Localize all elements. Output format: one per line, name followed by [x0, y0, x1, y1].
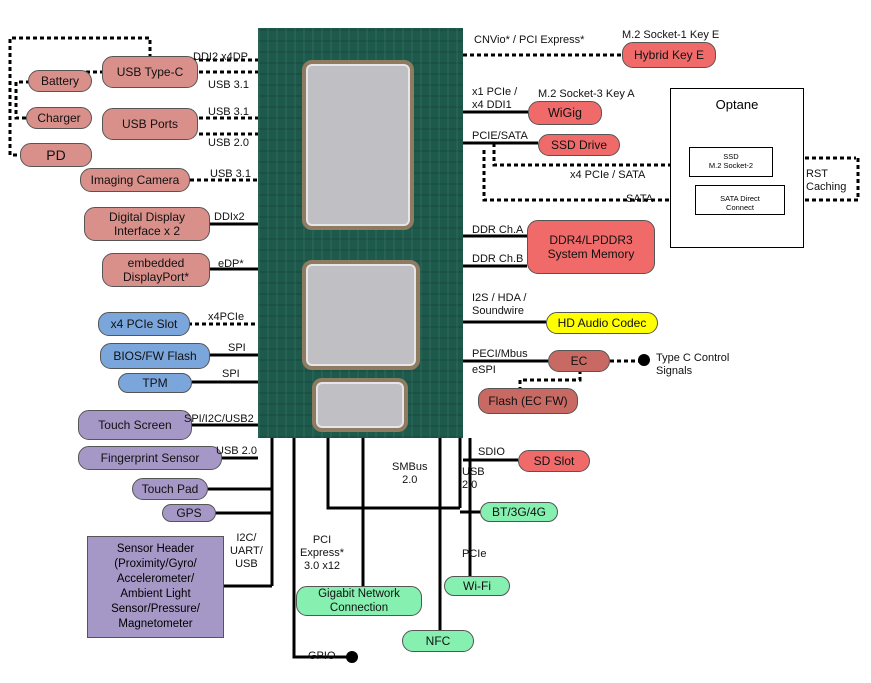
processor-chip [258, 28, 463, 438]
gigabit-network-box[interactable]: Gigabit Network Connection [296, 586, 422, 616]
label-gpio: GPIO [308, 650, 336, 662]
tpm-box[interactable]: TPM [118, 373, 192, 393]
label-spi-i2c-usb2: SPI/I2C/USB2 [184, 413, 254, 425]
ddr-memory-box[interactable]: DDR4/LPDDR3 System Memory [527, 220, 655, 274]
bt-3g-4g-box[interactable]: BT/3G/4G [480, 502, 558, 522]
label-x1pcie: x1 PCIe / x4 DDI1 [472, 86, 518, 111]
label-typec-control: Type C Control Signals [656, 352, 730, 377]
label-x4pcie: x4PCIe [208, 311, 245, 323]
label-ddr-b: DDR Ch.B [472, 253, 524, 265]
touch-pad-box[interactable]: Touch Pad [132, 478, 208, 500]
label-pcie-sata: PCIE/SATA [472, 130, 528, 142]
label-spi-b: SPI [222, 368, 240, 380]
label-usb20-b: USB 2.0 [216, 445, 257, 457]
pch-die [312, 378, 408, 432]
label-cnvio: CNVio* / PCI Express* [474, 34, 585, 46]
bios-flash-box[interactable]: BIOS/FW Flash [100, 343, 210, 369]
digital-display-box[interactable]: Digital Display Interface x 2 [84, 207, 210, 241]
label-ddr-a: DDR Ch.A [472, 224, 524, 236]
sd-slot-box[interactable]: SD Slot [518, 450, 590, 472]
label-i2c-uart-usb: I2C/ UART/ USB [230, 532, 263, 570]
battery-box[interactable]: Battery [28, 70, 92, 92]
edp-box[interactable]: embedded DisplayPort* [102, 253, 210, 287]
imaging-camera-box[interactable]: Imaging Camera [80, 168, 190, 192]
flash-ec-box[interactable]: Flash (EC FW) [478, 388, 578, 414]
label-usb20-c: USB 2.0 [462, 466, 485, 491]
pcie-slot-box[interactable]: x4 PCIe Slot [98, 312, 190, 336]
gps-box[interactable]: GPS [162, 504, 216, 522]
label-i2s-hda: I2S / HDA / Soundwire [472, 292, 527, 317]
optane-title: Optane [715, 97, 759, 112]
label-usb31-a: USB 3.1 [208, 79, 249, 91]
charger-box[interactable]: Charger [26, 107, 92, 129]
ssd-drive-box[interactable]: SSD Drive [538, 134, 620, 156]
pd-box[interactable]: PD [20, 143, 92, 167]
label-sdio: SDIO [478, 446, 505, 458]
label-usb20-a: USB 2.0 [208, 137, 249, 149]
fingerprint-box[interactable]: Fingerprint Sensor [78, 446, 222, 470]
label-m2-key-a: M.2 Socket-3 Key A [538, 88, 635, 100]
label-espi: eSPI [472, 364, 496, 376]
optane-box: Optane SSD M.2 Socket-2 SATA Direct Conn… [670, 88, 804, 248]
wigig-box[interactable]: WiGig [528, 101, 602, 125]
label-peci-mbus: PECI/Mbus [472, 348, 528, 360]
gpu-die [302, 260, 420, 370]
label-sata: SATA [626, 193, 654, 205]
label-edp: eDP* [218, 258, 244, 270]
cpu-die [302, 60, 414, 230]
label-m2-key-e: M.2 Socket-1 Key E [622, 29, 720, 41]
label-x4pcie-sata: x4 PCIe / SATA [570, 169, 646, 181]
label-usb31-b: USB 3.1 [208, 106, 249, 118]
sensor-header-box[interactable]: Sensor Header (Proximity/Gyro/ Accelerom… [87, 536, 224, 638]
optane-ssd-box[interactable]: SSD M.2 Socket-2 [689, 147, 773, 177]
touch-screen-box[interactable]: Touch Screen [78, 410, 192, 440]
hd-audio-box[interactable]: HD Audio Codec [546, 312, 658, 334]
hybrid-key-e-box[interactable]: Hybrid Key E [622, 42, 716, 68]
label-ddi2-x4dp: DDI2 x4DP [193, 51, 249, 63]
label-spi-a: SPI [228, 342, 246, 354]
label-pci-express: PCI Express* 3.0 x12 [300, 534, 345, 572]
wifi-box[interactable]: Wi-Fi [444, 576, 510, 596]
ec-box[interactable]: EC [548, 350, 610, 372]
label-pcie-r: PCIe [462, 548, 487, 560]
optane-sata-box[interactable]: SATA Direct Connect [695, 185, 785, 215]
label-usb31-c: USB 3.1 [210, 168, 251, 180]
nfc-box[interactable]: NFC [402, 630, 474, 652]
usb-typec-box[interactable]: USB Type-C [102, 56, 198, 88]
usb-ports-box[interactable]: USB Ports [102, 108, 198, 140]
label-smbus: SMBus 2.0 [392, 461, 428, 486]
label-ddix2: DDIx2 [214, 211, 245, 223]
label-rst-caching: RST Caching [806, 168, 847, 193]
